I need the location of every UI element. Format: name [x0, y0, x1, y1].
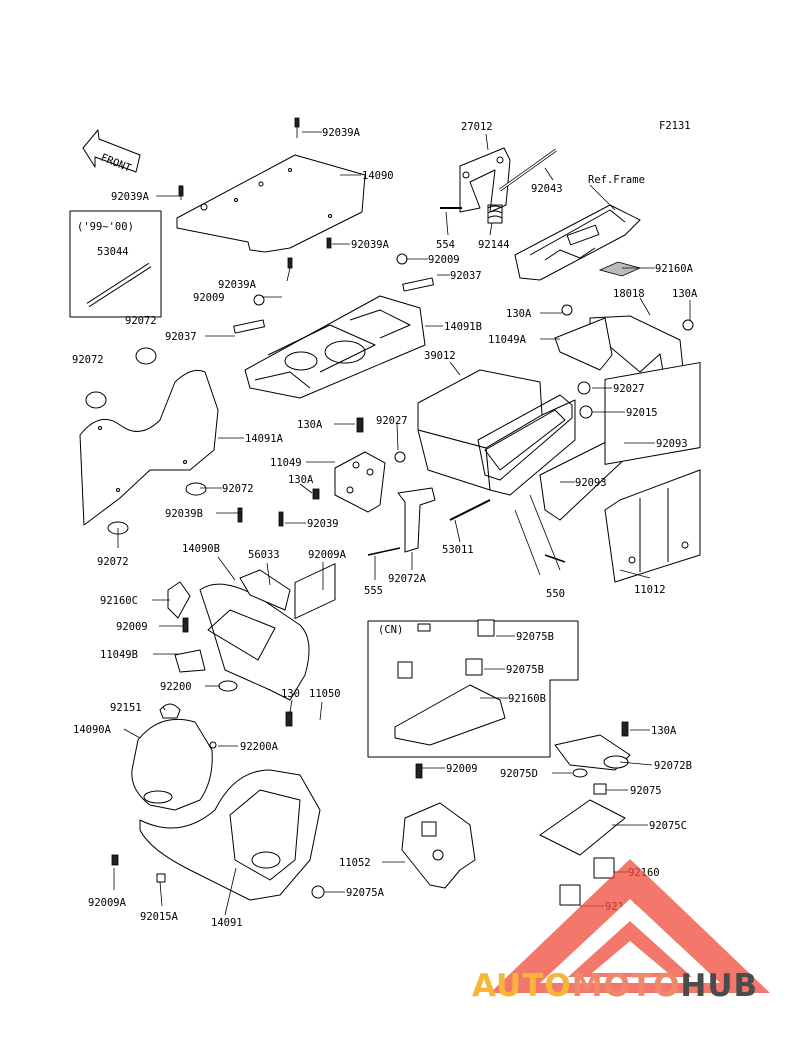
label-92039: 92039 — [307, 518, 339, 530]
label-53011: 53011 — [442, 544, 474, 556]
label-92200A: 92200A — [240, 741, 279, 753]
label-92009-b: 92009 — [193, 292, 225, 304]
leader-lines — [113, 131, 691, 916]
label-92144: 92144 — [478, 239, 510, 251]
label-92037-a: 92037 — [450, 270, 482, 282]
ref-frame — [514, 204, 642, 281]
part-27012-bracket — [459, 147, 511, 213]
label-92160C: 92160C — [100, 595, 138, 607]
label-92015A: 92015A — [140, 911, 179, 923]
label-92072-d: 92072 — [97, 556, 129, 568]
label-27012: 27012 — [461, 121, 493, 133]
label-92072B: 92072B — [654, 760, 692, 772]
label-92009A-a: 92009A — [308, 549, 347, 561]
label-92043: 92043 — [531, 183, 563, 195]
label-11049: 11049 — [270, 457, 302, 469]
part-labels: 92039A 14090 92039A 92039A 92039A 53044 … — [72, 121, 698, 929]
label-130A-b: 130A — [506, 308, 532, 320]
ref-frame-label: Ref.Frame — [588, 174, 645, 186]
label-555: 555 — [364, 585, 383, 597]
label-92075D: 92075D — [500, 768, 538, 780]
label-18018: 18018 — [613, 288, 645, 300]
label-92039A-d: 92039A — [218, 279, 257, 291]
watermark-hub: HUB — [680, 968, 759, 1004]
label-11050: 11050 — [309, 688, 341, 700]
label-130A-a: 130A — [672, 288, 698, 300]
label-92009A-b: 92009A — [88, 897, 127, 909]
label-14090A: 14090A — [73, 724, 112, 736]
label-11052: 11052 — [339, 857, 371, 869]
label-92009-a: 92009 — [428, 254, 460, 266]
figure-code: F2131 — [659, 120, 691, 132]
year-note-box — [69, 210, 162, 318]
label-92200: 92200 — [160, 681, 192, 693]
part-11049-bracket — [334, 451, 386, 513]
label-39012: 39012 — [424, 350, 456, 362]
label-92039A-b: 92039A — [111, 191, 150, 203]
label-92160B: 92160B — [508, 693, 546, 705]
label-92072-b: 92072 — [72, 354, 104, 366]
label-92015: 92015 — [626, 407, 658, 419]
label-11049A: 11049A — [488, 334, 527, 346]
label-14090B: 14090B — [182, 543, 220, 555]
label-92075: 92075 — [630, 785, 662, 797]
label-56033: 56033 — [248, 549, 280, 561]
label-92039A-a: 92039A — [322, 127, 361, 139]
label-130A-e: 130A — [651, 725, 677, 737]
label-92037-b: 92037 — [165, 331, 197, 343]
label-92009-d: 92009 — [446, 763, 478, 775]
watermark-auto: AUTO — [472, 968, 572, 1004]
label-92075B-a: 92075B — [516, 631, 554, 643]
label-11012: 11012 — [634, 584, 666, 596]
part-11052-bracket — [401, 802, 476, 889]
part-14091A-cover — [79, 369, 219, 526]
label-554: 554 — [436, 239, 455, 251]
part-14090B-cover — [199, 583, 310, 701]
label-92072-a: 92072 — [125, 315, 157, 327]
label-92075A: 92075A — [346, 887, 385, 899]
part-39012-battery-box — [417, 369, 576, 496]
label-92072A: 92072A — [388, 573, 427, 585]
label-53044: 53044 — [97, 246, 129, 258]
part-14090A-cover — [131, 718, 213, 811]
front-arrow-icon: FRONT — [82, 129, 141, 175]
label-14090: 14090 — [362, 170, 394, 182]
label-92151: 92151 — [110, 702, 142, 714]
label-550: 550 — [546, 588, 565, 600]
label-14091: 14091 — [211, 917, 243, 929]
watermark-triangle-icon — [490, 859, 770, 993]
year-note: ('99~'00) — [77, 221, 134, 233]
label-11049B: 11049B — [100, 649, 138, 661]
part-14090-plate — [176, 154, 366, 253]
label-14091A: 14091A — [245, 433, 284, 445]
watermark-moto: MOTO — [571, 968, 681, 1004]
part-14091-bracket — [139, 769, 321, 901]
part-11012-battery — [604, 362, 701, 583]
label-92039B: 92039B — [165, 508, 203, 520]
label-92009-c: 92009 — [116, 621, 148, 633]
label-130A-d: 130A — [288, 474, 314, 486]
label-92039A-c: 92039A — [351, 239, 390, 251]
label-92093-a: 92093 — [656, 438, 688, 450]
part-14091B-gasket — [244, 295, 426, 399]
label-92027-b: 92027 — [376, 415, 408, 427]
watermark-text: AUTOMOTOHUB — [472, 968, 758, 1004]
label-92160A: 92160A — [655, 263, 694, 275]
label-14091B: 14091B — [444, 321, 482, 333]
label-92075C: 92075C — [649, 820, 687, 832]
label-130: 130 — [281, 688, 300, 700]
label-92075B-b: 92075B — [506, 664, 544, 676]
label-92093-b: 92093 — [575, 477, 607, 489]
cn-note: (CN) — [378, 624, 403, 636]
cn-box — [367, 620, 579, 758]
label-130A-c: 130A — [297, 419, 323, 431]
label-92027-a: 92027 — [613, 383, 645, 395]
label-92072-c: 92072 — [222, 483, 254, 495]
